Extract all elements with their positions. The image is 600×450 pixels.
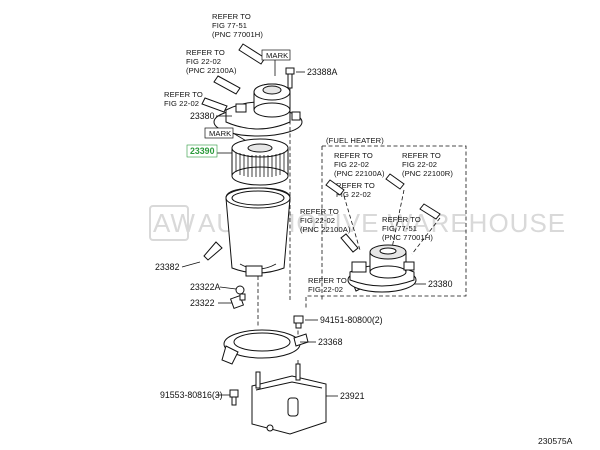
svg-text:REFER TO: REFER TO xyxy=(164,90,203,99)
svg-text:FIG 22-02: FIG 22-02 xyxy=(308,285,343,294)
hose-top-1 xyxy=(238,43,266,65)
svg-text:REFER TO: REFER TO xyxy=(186,48,225,57)
mount-bracket-23921[interactable]: 23921 xyxy=(251,363,365,435)
ref-label-1[interactable]: REFER TO FIG 77-51 (PNC 77001H) xyxy=(212,12,263,39)
filter-case-23382[interactable] xyxy=(203,187,291,277)
part-number-94151: 94151-80800(2) xyxy=(320,315,383,325)
svg-text:FIG 22-02: FIG 22-02 xyxy=(186,57,221,66)
svg-text:(PNC 77001H): (PNC 77001H) xyxy=(382,233,433,242)
fuel-heater-label: (FUEL HEATER) xyxy=(326,136,384,145)
svg-text:FIG 22-02: FIG 22-02 xyxy=(334,160,369,169)
ref-label-2[interactable]: REFER TO FIG 22-02 (PNC 22100A) xyxy=(186,48,237,75)
drain-plug-23322a[interactable] xyxy=(235,285,245,295)
svg-text:FIG 22-02: FIG 22-02 xyxy=(164,99,199,108)
filter-head-heater[interactable] xyxy=(347,244,417,293)
svg-text:REFER TO: REFER TO xyxy=(336,181,375,190)
part-number-23390-highlight[interactable]: 23390 xyxy=(186,144,232,158)
part-number-23388a: 23388A xyxy=(307,67,337,77)
ref-label-5[interactable]: REFER TO FIG 22-02 (PNC 22100R) xyxy=(402,151,453,178)
svg-text:(PNC 77001H): (PNC 77001H) xyxy=(212,30,263,39)
bolt-91553[interactable]: 91553-80816(3) xyxy=(160,389,239,406)
hose-right-1 xyxy=(325,179,345,196)
ref-label-8[interactable]: REFER TO FIG 77-51 (PNC 77001H) xyxy=(382,215,433,242)
part-number-23382: 23382 xyxy=(155,262,180,272)
hose-top-3 xyxy=(201,97,228,113)
fuel-heater-variant: (FUEL HEATER) xyxy=(305,136,467,310)
svg-text:(PNC 22100A): (PNC 22100A) xyxy=(186,66,237,75)
part-number-91553: 91553-80816(3) xyxy=(160,390,223,400)
hose-right-4 xyxy=(340,233,359,253)
svg-text:REFER TO: REFER TO xyxy=(300,207,339,216)
svg-text:REFER TO: REFER TO xyxy=(382,215,421,224)
svg-text:FIG 22-02: FIG 22-02 xyxy=(336,190,371,199)
svg-text:REFER TO: REFER TO xyxy=(334,151,373,160)
hose-right-2 xyxy=(385,173,405,190)
part-number-23390: 23390 xyxy=(190,146,215,156)
nut-94151[interactable]: 94151-80800(2) xyxy=(293,315,383,329)
svg-text:REFER TO: REFER TO xyxy=(212,12,251,21)
bolt-23388a[interactable]: 23388A xyxy=(285,67,337,89)
watermark-logo: AW xyxy=(153,208,196,238)
svg-text:MARK: MARK xyxy=(209,129,231,138)
part-number-23322: 23322 xyxy=(190,298,215,308)
mark-label-top: MARK xyxy=(261,49,291,76)
svg-text:FIG 22-02: FIG 22-02 xyxy=(300,216,335,225)
part-number-23380-upper: 23380 xyxy=(190,111,215,121)
svg-text:REFER TO: REFER TO xyxy=(402,151,441,160)
part-number-23322a: 23322A xyxy=(190,282,220,292)
diagram-code: 230575A xyxy=(538,436,573,446)
bracket-23368[interactable]: 23368 xyxy=(221,329,343,365)
ref-label-9[interactable]: REFER TO FIG 22-02 xyxy=(308,276,347,294)
svg-text:FIG 77-51: FIG 77-51 xyxy=(382,224,417,233)
part-number-23368: 23368 xyxy=(318,337,343,347)
part-number-23921: 23921 xyxy=(340,391,365,401)
drain-cock-23322[interactable] xyxy=(229,293,246,310)
hose-top-2 xyxy=(213,75,241,95)
ref-label-6[interactable]: REFER TO FIG 22-02 xyxy=(336,181,375,199)
ref-label-3[interactable]: REFER TO FIG 22-02 xyxy=(164,90,203,108)
watermark: AW AUTOMOTIVE WAREHOUSE xyxy=(149,205,565,241)
ref-label-4[interactable]: REFER TO FIG 22-02 (PNC 22100A) xyxy=(334,151,385,178)
svg-text:REFER TO: REFER TO xyxy=(308,276,347,285)
svg-text:(PNC 22100R): (PNC 22100R) xyxy=(402,169,453,178)
svg-text:FIG 22-02: FIG 22-02 xyxy=(402,160,437,169)
filter-element-23390[interactable] xyxy=(231,138,289,186)
part-number-23380-heater: 23380 xyxy=(428,279,453,289)
svg-text:FIG 77-51: FIG 77-51 xyxy=(212,21,247,30)
svg-text:(PNC 22100A): (PNC 22100A) xyxy=(334,169,385,178)
ref-label-7[interactable]: REFER TO FIG 22-02 (PNC 22100A) xyxy=(300,207,351,234)
hose-right-3 xyxy=(419,203,441,220)
svg-text:(PNC 22100A): (PNC 22100A) xyxy=(300,225,351,234)
filter-head-upper[interactable] xyxy=(213,83,303,137)
svg-text:MARK: MARK xyxy=(266,51,288,60)
